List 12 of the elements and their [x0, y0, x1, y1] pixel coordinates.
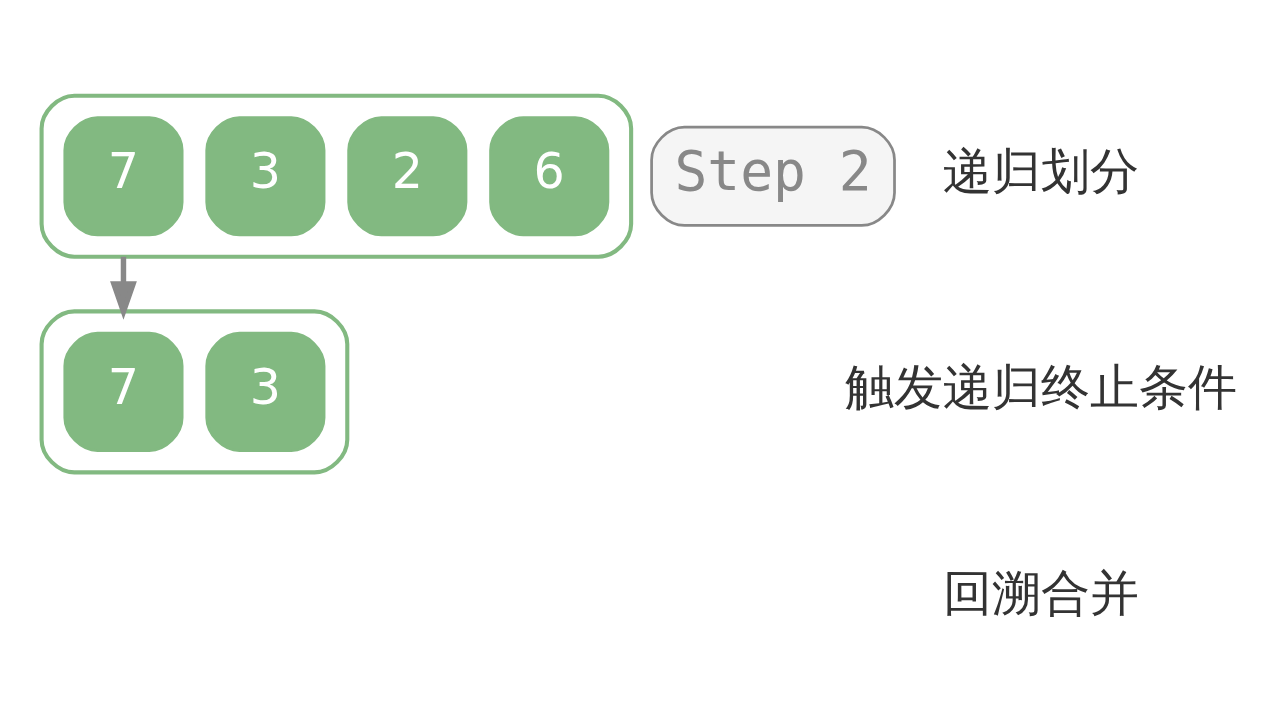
- node-box: Step 2: [650, 125, 896, 227]
- node-box: 6: [489, 115, 610, 236]
- label: 回溯合并: [942, 563, 1139, 622]
- node-box: 2: [347, 115, 468, 236]
- cluster: [39, 93, 634, 259]
- cluster: [39, 308, 350, 474]
- node-box: 7: [63, 331, 184, 452]
- node-box: 7: [63, 115, 184, 236]
- node-box: 3: [205, 331, 326, 452]
- node-box: 3: [205, 115, 326, 236]
- label: 触发递归终止条件: [844, 357, 1237, 416]
- label: 递归划分: [942, 141, 1139, 200]
